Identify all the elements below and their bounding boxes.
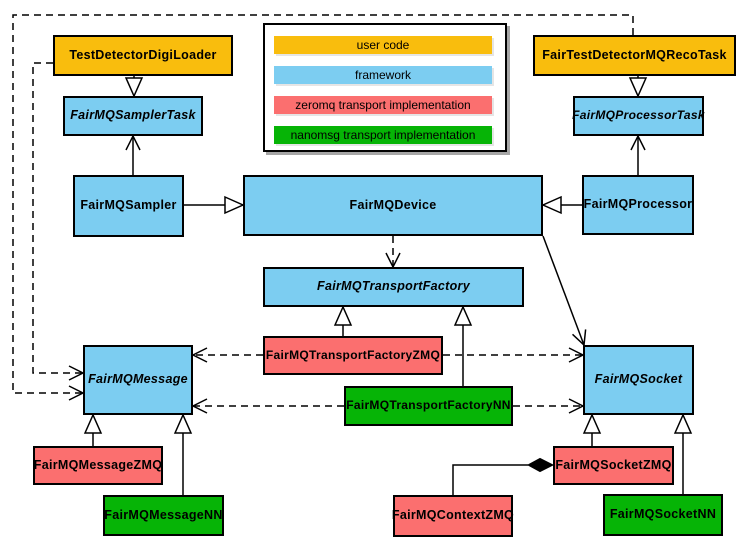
class-label: FairMQMessage (88, 372, 188, 387)
class-box-testdetectordigiloader: TestDetectorDigiLoader (53, 35, 233, 76)
class-box-fairmqprocessortask: FairMQProcessorTask (572, 96, 705, 136)
class-box-fairmqsampler: FairMQSampler (73, 175, 184, 237)
edge-comp-contextzmq-socketzmq (452, 464, 528, 495)
class-label: FairMQSamplerTask (70, 108, 196, 123)
edge-assoc-device-socket (542, 235, 587, 347)
class-label: FairTestDetectorMQRecoTask (542, 47, 727, 62)
class-box-fairmqdevice: FairMQDevice (243, 175, 543, 236)
edge-dep-recotask-message (12, 14, 634, 401)
class-box-fairmqsamplertask: FairMQSamplerTask (63, 96, 203, 136)
class-box-fairmqprocessor: FairMQProcessor (582, 175, 694, 235)
legend-item-zeromq: zeromq transport implementation (274, 96, 492, 114)
class-label: FairMQProcessor (583, 197, 693, 212)
class-box-fairmqsocketnn: FairMQSocketNN (603, 494, 723, 536)
legend-label: nanomsg transport implementation (290, 128, 476, 142)
class-box-fairmqtransportfactoryzmq: FairMQTransportFactoryZMQ (263, 336, 443, 375)
class-box-fairmqmessagezmq: FairMQMessageZMQ (33, 446, 163, 485)
class-label: FairMQSocketNN (609, 507, 717, 522)
legend-label: zeromq transport implementation (295, 98, 471, 112)
class-box-fairmqmessage: FairMQMessage (83, 345, 193, 415)
class-label: FairMQTransportFactoryNN (346, 398, 511, 413)
class-label: FairMQContextZMQ (391, 508, 515, 523)
class-label: FairMQSocketZMQ (555, 457, 672, 472)
class-label: FairMQSocket (594, 372, 683, 387)
class-box-fairmqtransportfactorynn: FairMQTransportFactoryNN (344, 386, 513, 426)
class-label: FairMQTransportFactoryZMQ (265, 347, 441, 362)
class-label: FairMQMessageNN (104, 507, 223, 522)
legend-item-user-code: user code (274, 36, 492, 54)
class-label: FairMQTransportFactory (317, 279, 470, 294)
legend-label: user code (356, 38, 410, 52)
legend-item-nanomsg: nanomsg transport implementation (274, 126, 492, 144)
class-label: FairMQDevice (349, 197, 437, 212)
composition-diamond-icon (526, 457, 555, 473)
class-box-fairtestdetectormqrecotask: FairTestDetectorMQRecoTask (533, 35, 736, 76)
legend-label: framework (354, 68, 411, 82)
class-box-fairmqmessagenn: FairMQMessageNN (103, 495, 224, 536)
class-box-fairmqsocket: FairMQSocket (583, 345, 694, 415)
class-box-fairmqtransportfactory: FairMQTransportFactory (263, 267, 524, 307)
class-label: TestDetectorDigiLoader (69, 47, 217, 62)
class-label: FairMQMessageZMQ (33, 457, 163, 472)
class-label: FairMQSampler (80, 198, 177, 213)
edge-dep-digiloader-message (32, 62, 85, 381)
legend-item-framework: framework (274, 66, 492, 84)
class-label: FairMQProcessorTask (572, 108, 705, 123)
class-box-fairmqsocketzmq: FairMQSocketZMQ (553, 446, 674, 485)
legend-box: user code framework zeromq transport imp… (263, 23, 507, 152)
class-box-fairmqcontextzmq: FairMQContextZMQ (391, 495, 515, 537)
